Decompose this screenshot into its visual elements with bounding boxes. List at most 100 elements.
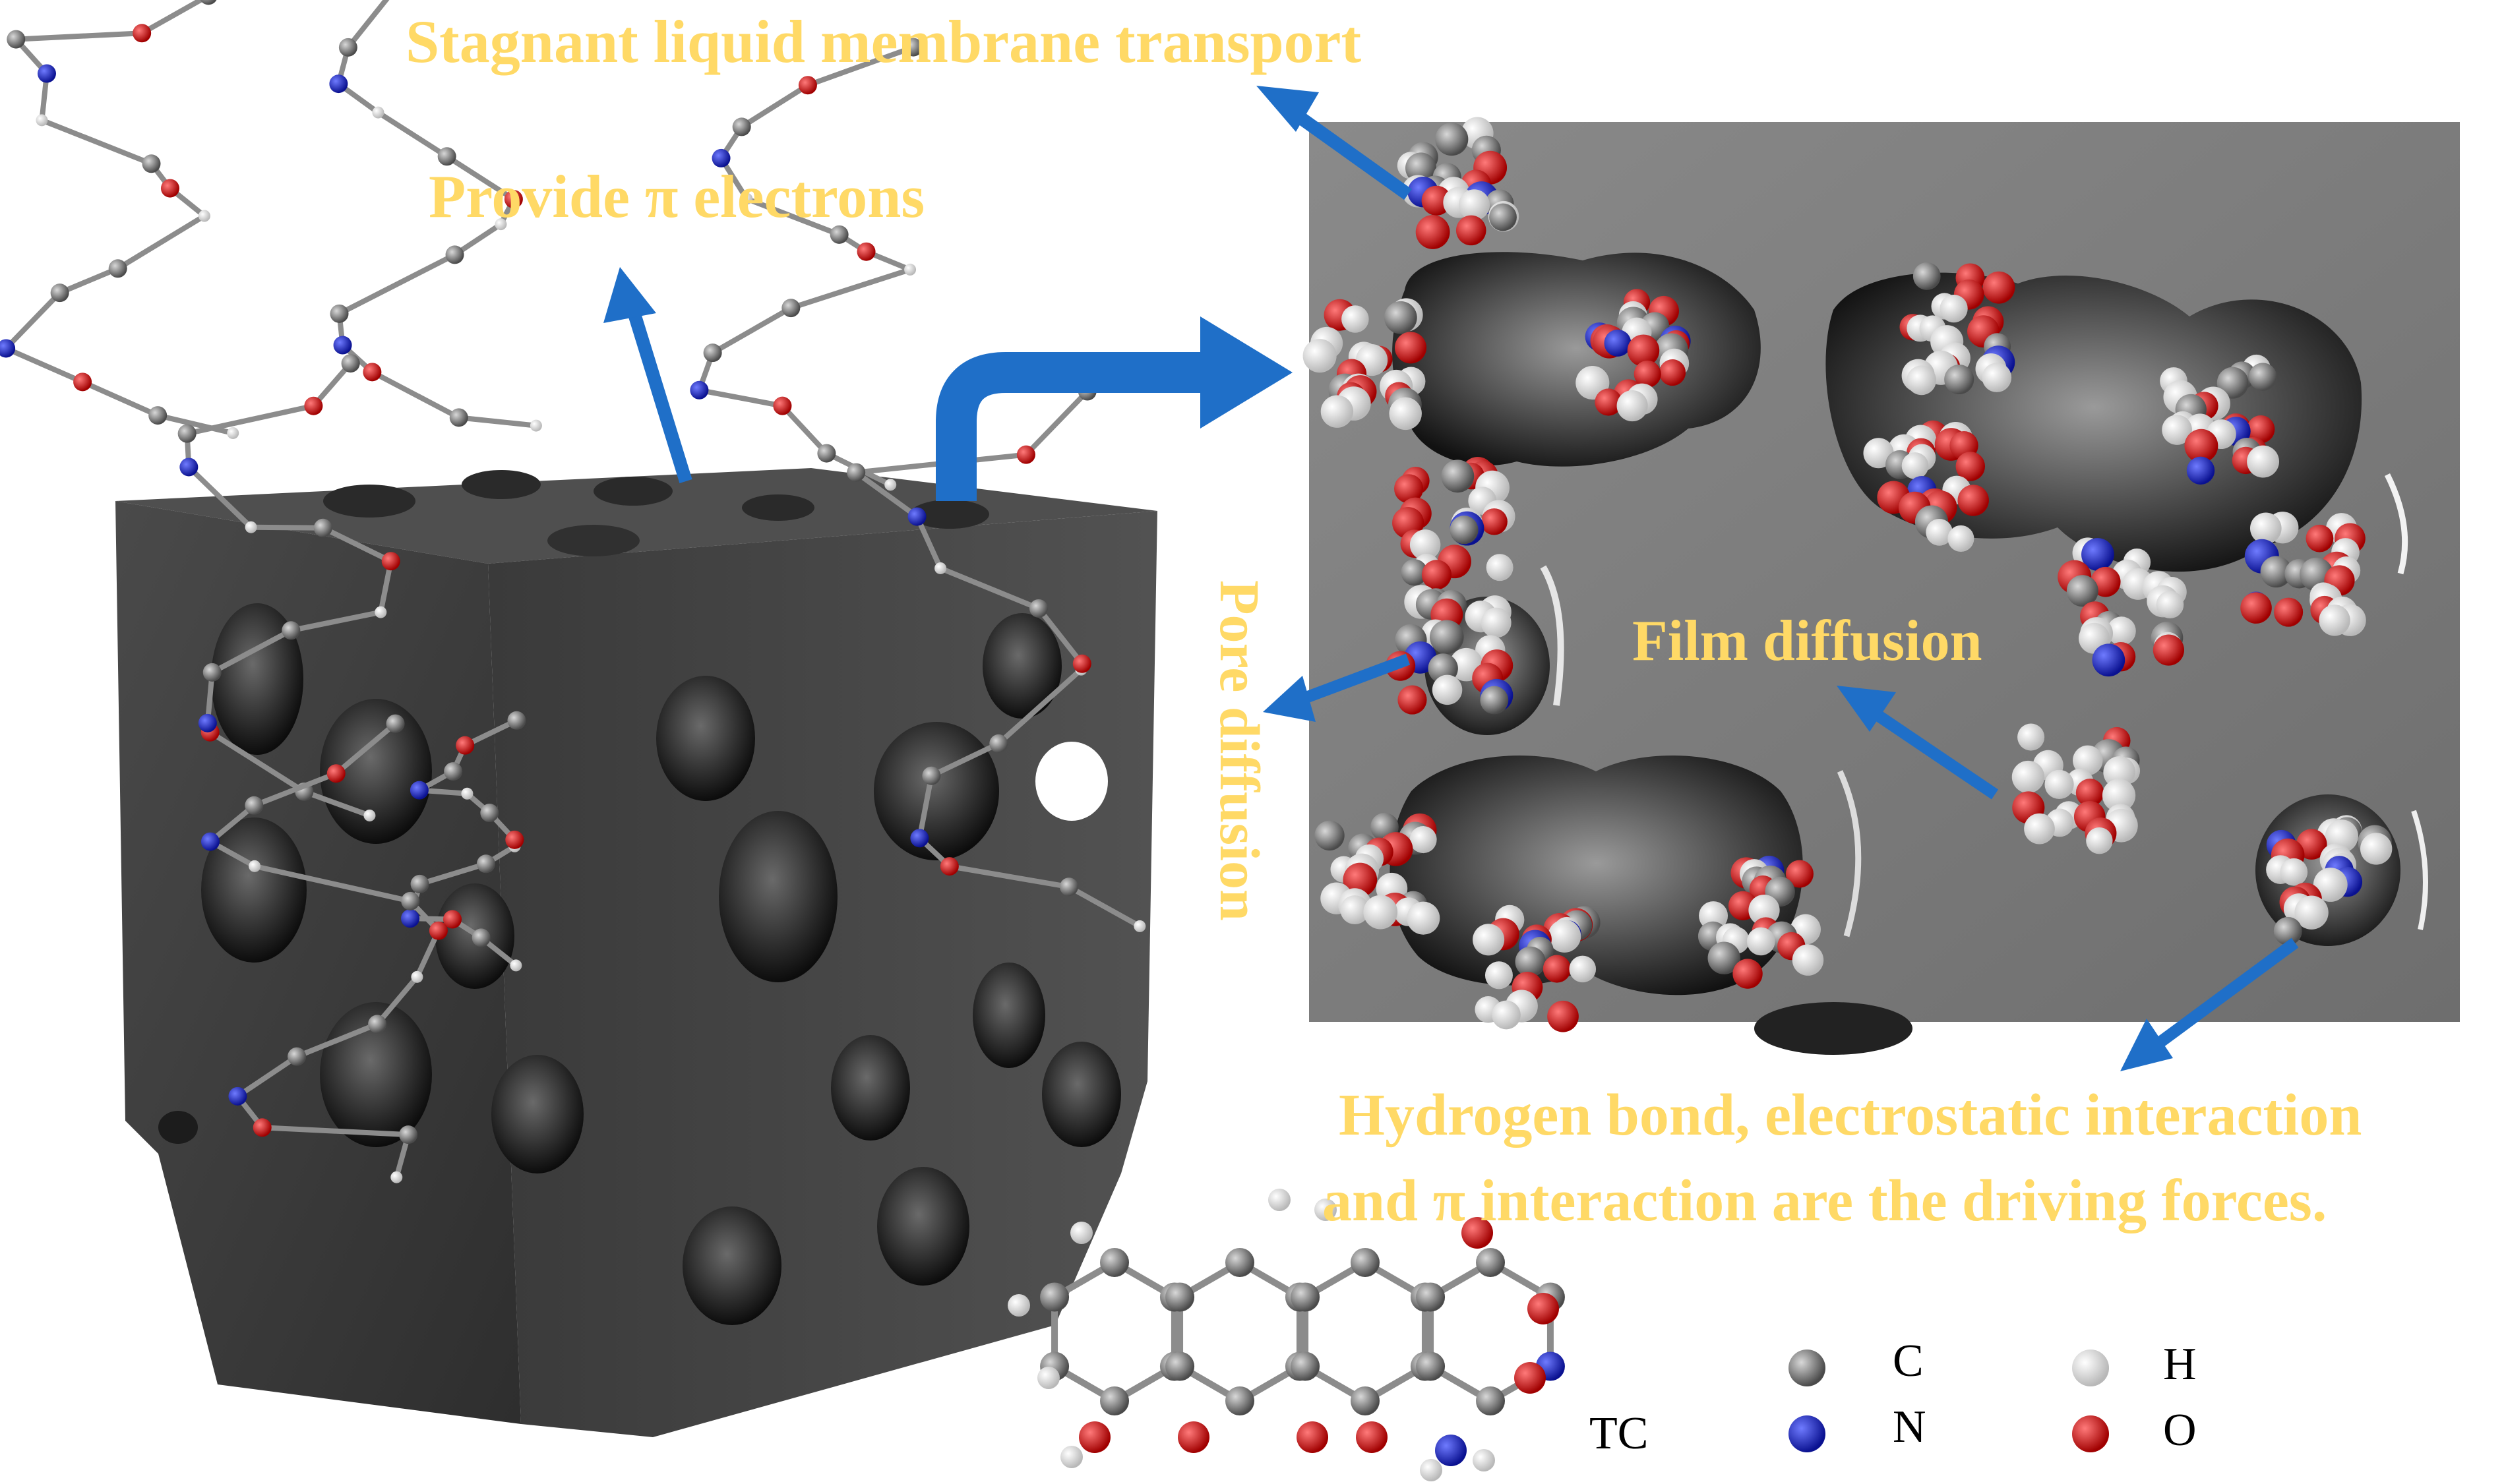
atom-o: [1514, 1362, 1546, 1394]
atom-o: [1415, 215, 1450, 249]
atom-o: [1785, 860, 1814, 888]
atom-o: [2075, 779, 2104, 807]
atom-h: [1569, 955, 1597, 983]
atom-c: [817, 444, 836, 463]
atom-o: [429, 921, 448, 940]
atom-o: [504, 190, 523, 209]
atom-o: [1627, 334, 1660, 367]
atom-o: [2153, 634, 2184, 666]
atom-o: [1455, 215, 1486, 246]
atom-n: [907, 507, 927, 526]
atom-c: [781, 299, 801, 318]
atom-h: [1340, 895, 1370, 925]
atom-h: [1616, 390, 1648, 422]
atom-o: [1079, 1421, 1111, 1453]
atom-o: [1421, 560, 1452, 590]
atom-o: [304, 396, 323, 415]
atom-o: [1178, 1421, 1209, 1453]
atom-h: [495, 218, 507, 231]
atom-c: [1450, 516, 1479, 545]
atom-o: [773, 396, 792, 415]
atom-c: [1429, 620, 1464, 655]
atom-c: [282, 621, 301, 640]
atom-c: [313, 518, 332, 537]
atom-n: [228, 1086, 247, 1106]
atom-o: [1634, 360, 1661, 388]
atom-c: [732, 117, 751, 136]
atom-h: [1458, 189, 1490, 221]
atom-h: [249, 860, 261, 872]
stagnant-label: Stagnant liquid membrane transport: [406, 8, 1362, 75]
atom-o: [1527, 1293, 1559, 1324]
atom-c: [330, 304, 349, 323]
atom-o: [2240, 592, 2272, 624]
atom-h: [1926, 518, 1953, 546]
atom-c: [444, 762, 463, 781]
atom-h: [1389, 397, 1422, 430]
atom-o: [443, 910, 462, 929]
atom-n: [179, 458, 199, 477]
atom-h: [1037, 1367, 1060, 1389]
atom-c: [1912, 262, 1941, 290]
legend-label-c: C: [1893, 1336, 1924, 1386]
atom-h: [1699, 901, 1728, 931]
atom-h: [2319, 605, 2350, 636]
arrow-provide: [603, 267, 692, 483]
atom-h: [530, 419, 542, 432]
atom-h: [1792, 944, 1824, 976]
atom-h: [1748, 894, 1780, 926]
atom-h: [461, 787, 474, 800]
atom-c: [2216, 367, 2249, 399]
atom-h: [2360, 833, 2393, 865]
atom-h: [510, 959, 522, 972]
atom-h: [1409, 826, 1437, 854]
atom-o: [2274, 597, 2304, 627]
atom-h: [1484, 961, 1513, 990]
legend-atom-o: [2072, 1415, 2109, 1452]
atom-c: [1100, 1248, 1129, 1277]
atom-c: [507, 711, 526, 730]
atom-c: [472, 928, 491, 947]
driving-label-1: Hydrogen bond, electrostatic interaction: [1339, 1083, 2362, 1148]
atom-n: [2092, 643, 2125, 677]
atom-o: [381, 552, 400, 571]
atom-h: [1486, 554, 1513, 581]
atom-h: [198, 210, 210, 222]
atom-h: [1746, 927, 1775, 956]
atom-n: [37, 64, 56, 83]
atom-h: [36, 114, 48, 127]
atom-h: [2102, 779, 2136, 812]
atom-h: [227, 427, 239, 439]
atom-h: [2249, 512, 2282, 545]
atom-c: [476, 854, 495, 874]
atom-c: [437, 147, 456, 166]
film-label: Film diffusion: [1632, 609, 1982, 673]
atom-h: [372, 106, 384, 119]
atom-c: [1029, 599, 1048, 618]
atom-h: [1134, 920, 1146, 932]
atom-h: [411, 970, 423, 983]
atom-c: [903, 38, 923, 57]
atom-o: [1547, 1000, 1579, 1032]
atom-c: [1100, 1386, 1129, 1415]
atom-c: [50, 283, 69, 303]
arrow-film: [1837, 686, 1999, 800]
atom-h: [2073, 745, 2103, 776]
atom-c: [1225, 1386, 1254, 1415]
panel-molecules: [1302, 117, 2393, 1032]
atom-h: [1901, 452, 1929, 479]
atom-o: [1421, 185, 1452, 216]
atom-c: [368, 1015, 387, 1034]
atom-n: [2186, 456, 2215, 485]
atom-c: [1476, 1248, 1505, 1277]
atom-h: [1548, 919, 1581, 953]
atom-c: [288, 1047, 307, 1066]
atom-c: [142, 154, 161, 173]
atom-o: [2306, 524, 2334, 552]
atom-o: [1957, 485, 1989, 516]
atom-c: [1441, 460, 1475, 493]
atom-c: [1165, 1282, 1195, 1312]
atom-c: [399, 1125, 418, 1144]
atom-c: [922, 766, 941, 785]
atom-n: [410, 781, 429, 800]
